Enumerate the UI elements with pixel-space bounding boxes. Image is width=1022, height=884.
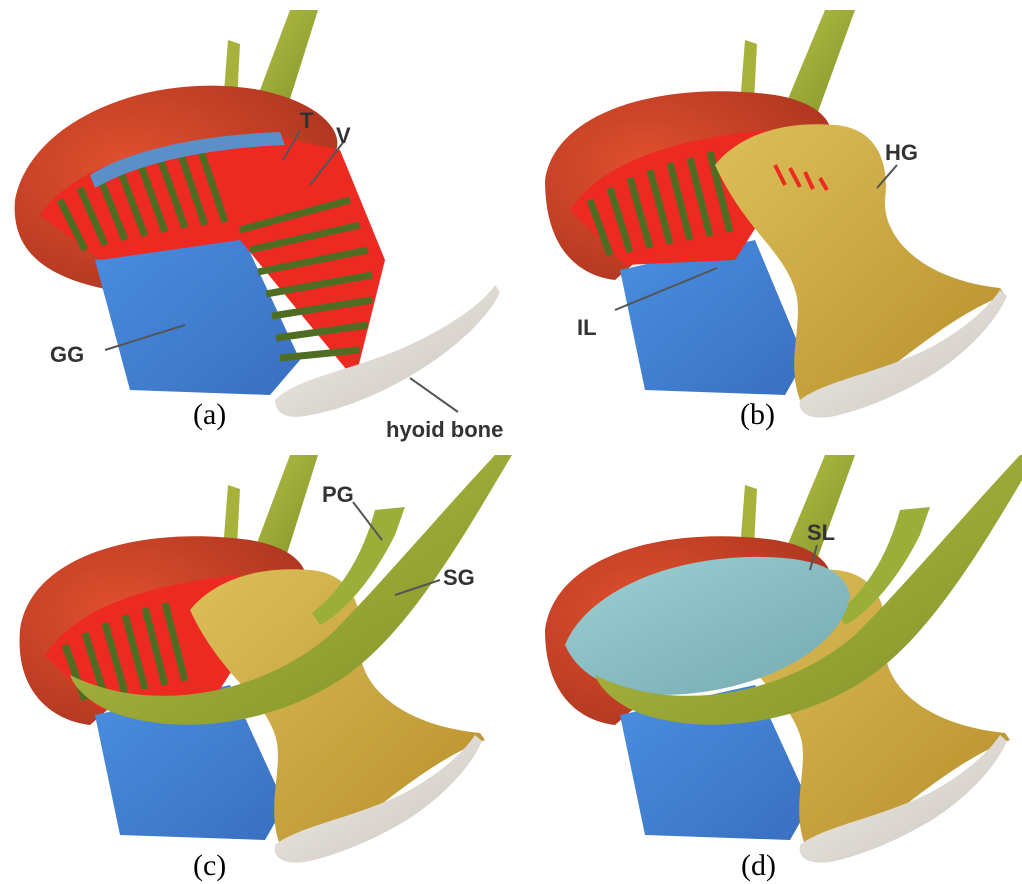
caption-d: (d) <box>741 849 776 882</box>
caption-c: (c) <box>193 849 226 882</box>
caption-b: (b) <box>740 398 775 431</box>
panel-d: SL (d) <box>545 455 1022 882</box>
label-sg: SG <box>443 565 475 590</box>
label-pg: PG <box>322 482 354 507</box>
label-il: IL <box>577 315 597 340</box>
label-gg: GG <box>50 342 84 367</box>
panel-c: PG SG (c) <box>20 455 512 882</box>
panel-a: T V GG hyoid bone (a) <box>15 10 504 442</box>
label-t: T <box>300 108 314 133</box>
label-sl: SL <box>807 520 835 545</box>
panel-b: HG IL (b) <box>545 10 1007 431</box>
label-hg: HG <box>885 140 918 165</box>
label-v: V <box>336 123 351 148</box>
caption-a: (a) <box>193 398 226 431</box>
label-hyoid-bone: hyoid bone <box>386 417 503 442</box>
